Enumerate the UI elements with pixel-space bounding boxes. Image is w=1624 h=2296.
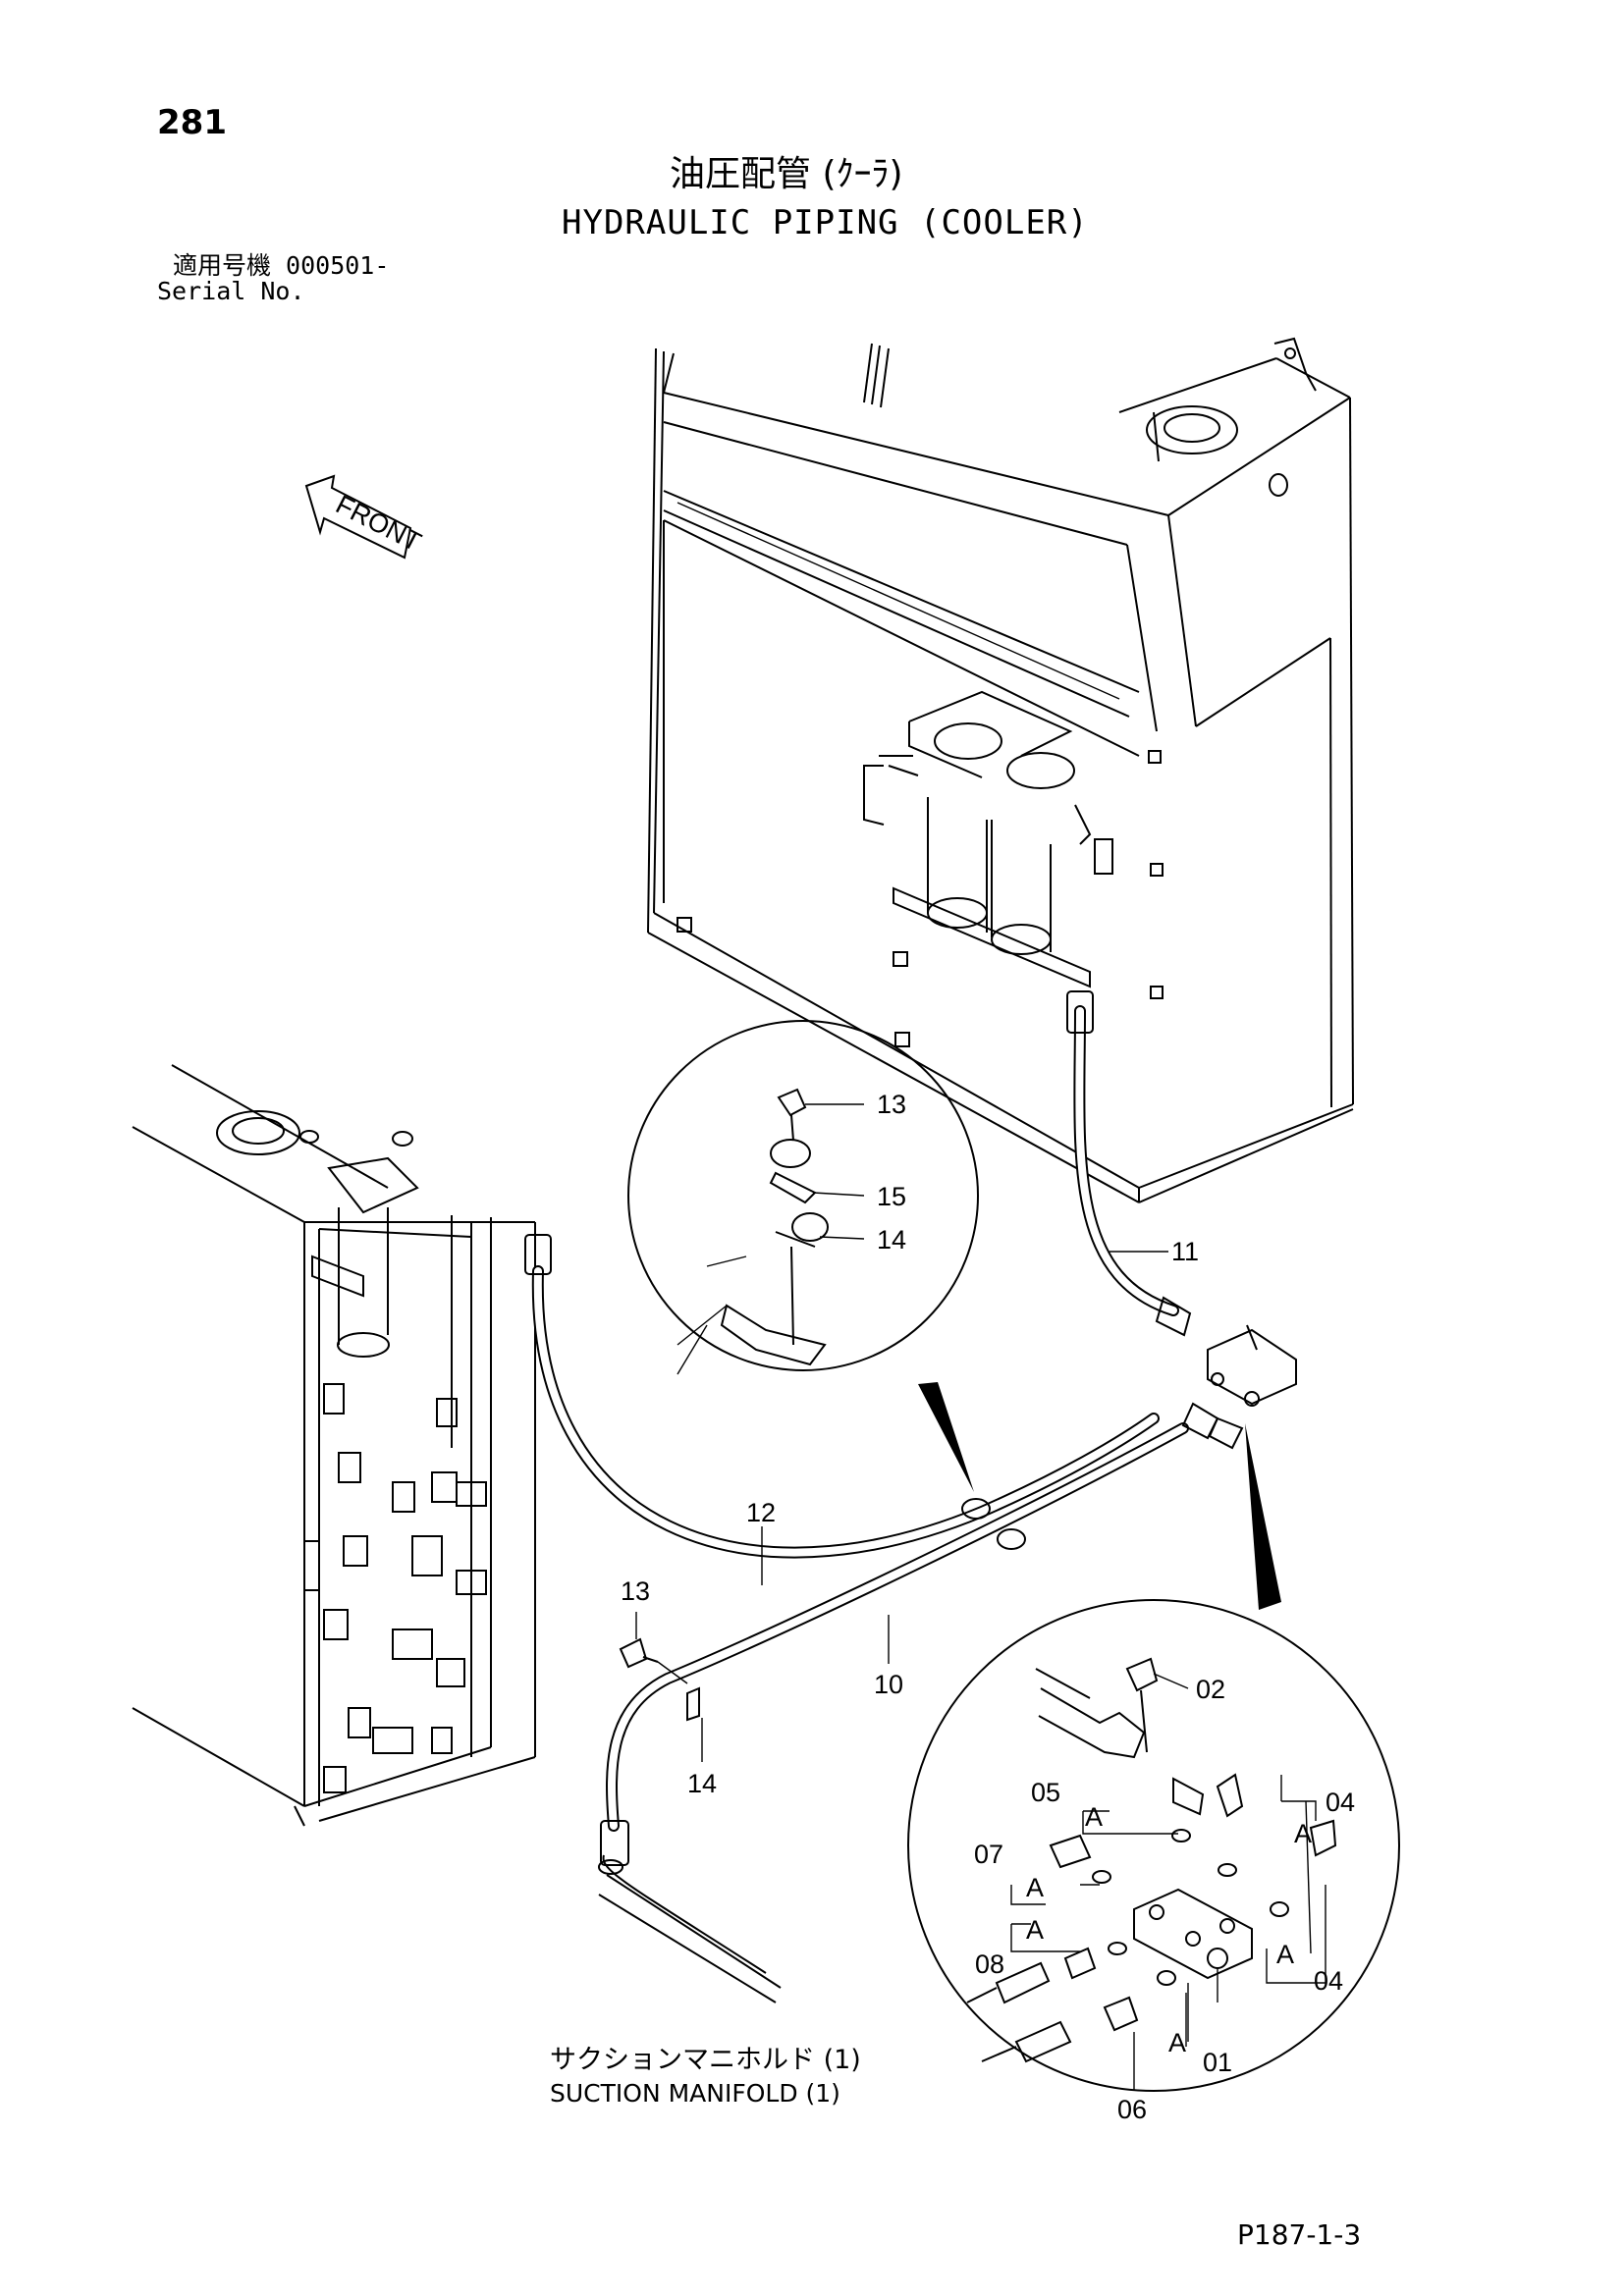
joint-a-3: A xyxy=(1026,1873,1044,1902)
callout-05: 05 xyxy=(1031,1778,1060,1807)
hose-11 xyxy=(1066,990,1192,1337)
serial-label-en: Serial No. xyxy=(157,277,305,305)
callout-06: 06 xyxy=(1117,2095,1147,2124)
page-title-en: HYDRAULIC PIPING (COOLER) xyxy=(562,203,1089,242)
joint-a-1: A xyxy=(1085,1802,1103,1832)
callout-13-main: 13 xyxy=(621,1576,650,1606)
suction-manifold-pipe xyxy=(598,1854,782,2003)
front-label: FRONT xyxy=(331,490,425,558)
detail-clamp-circle xyxy=(627,1020,979,1492)
callout-11: 11 xyxy=(1171,1237,1199,1266)
hose-10 xyxy=(600,1422,1189,1866)
callout-04-top: 04 xyxy=(1326,1788,1355,1817)
callout-07: 07 xyxy=(974,1840,1003,1869)
serial-label-jp: 適用号機 000501- xyxy=(173,251,390,280)
hydraulic-tank-housing xyxy=(647,337,1354,1203)
joint-a-2: A xyxy=(1294,1819,1312,1848)
callout-13-detail: 13 xyxy=(877,1090,906,1119)
return-filter-assembly xyxy=(863,690,1113,988)
callout-15-detail: 15 xyxy=(877,1182,906,1211)
joint-a-4: A xyxy=(1026,1915,1044,1945)
callout-02: 02 xyxy=(1196,1675,1225,1704)
cooler-manifold xyxy=(1181,1324,1297,1450)
page-number: 281 xyxy=(157,103,227,142)
callout-04-bottom: 04 xyxy=(1314,1966,1343,1996)
detail-fittings-circle xyxy=(907,1423,1400,2092)
callout-08: 08 xyxy=(975,1949,1004,1979)
callout-01: 01 xyxy=(1203,2048,1232,2077)
hose-12 xyxy=(524,1234,1160,1559)
callout-10: 10 xyxy=(874,1670,903,1699)
page-title-jp: 油圧配管 (ｸｰﾗ) xyxy=(670,154,903,194)
oil-cooler-frame xyxy=(132,1064,536,1827)
suction-manifold-label-jp: サクションマニホルド (1) xyxy=(550,2045,861,2075)
front-direction-arrow: FRONT xyxy=(304,474,426,560)
joint-a-6: A xyxy=(1168,2028,1186,2057)
callout-14-main: 14 xyxy=(687,1769,717,1798)
callout-14-detail: 14 xyxy=(877,1225,906,1255)
suction-manifold-label-en: SUCTION MANIFOLD (1) xyxy=(550,2079,840,2108)
callout-12: 12 xyxy=(746,1498,776,1527)
page-code: P187-1-3 xyxy=(1237,2218,1362,2251)
joint-a-5: A xyxy=(1276,1940,1294,1969)
bolt-13-main xyxy=(619,1637,688,1684)
